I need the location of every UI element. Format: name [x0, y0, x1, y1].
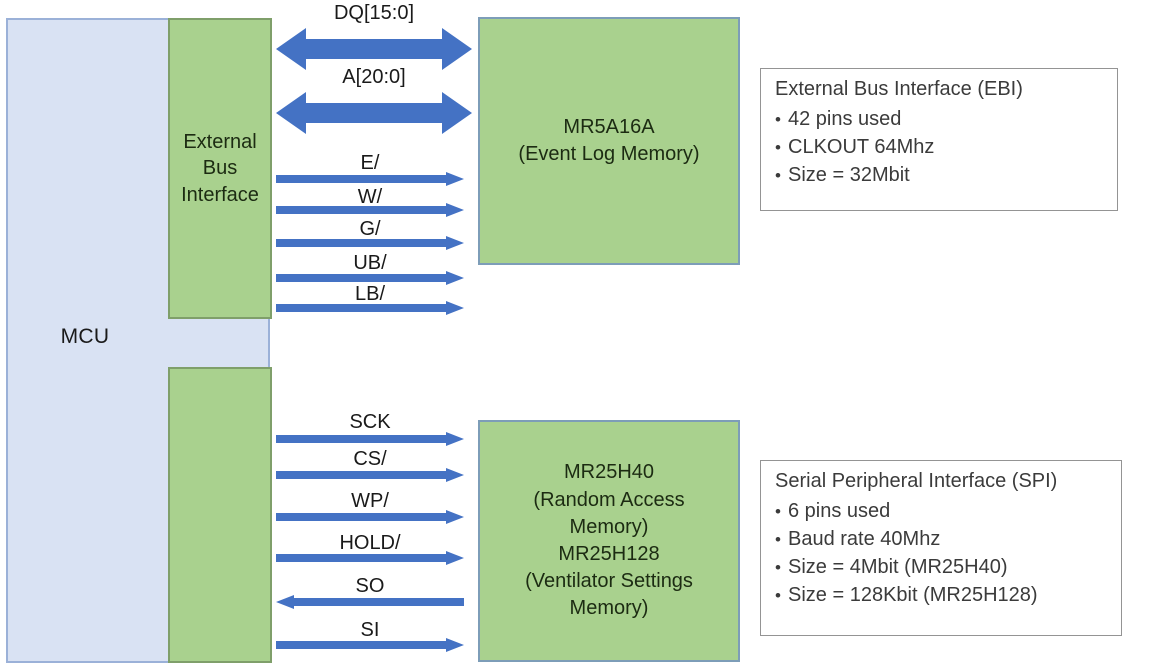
info-box-spi-item-2: Size = 4Mbit (MR25H40)	[775, 553, 1107, 581]
signal-arrow-lb	[276, 301, 464, 315]
info-box-ebi-item-1: CLKOUT 64Mhz	[775, 133, 1103, 161]
signal-arrow-so	[276, 595, 464, 609]
signal-arrow-g	[276, 236, 464, 250]
signal-label-si: SI	[360, 619, 380, 641]
arrow-left-icon	[276, 595, 464, 609]
ebi-label-line2: Bus	[202, 157, 238, 180]
signal-label-wp: WP/	[351, 490, 389, 512]
mr25h128-part: MR25H128	[558, 543, 660, 565]
info-box-ebi: External Bus Interface (EBI) 42 pins use…	[760, 68, 1118, 211]
mcu-sub-block-ebi: External Bus Interface	[168, 18, 272, 319]
signal-label-g: G/	[359, 218, 381, 240]
signal-label-ub: UB/	[353, 252, 387, 274]
signal-arrow-si	[276, 638, 464, 652]
arrow-right-icon	[276, 551, 464, 565]
signal-label-hold: HOLD/	[339, 532, 401, 554]
mcu-sub-block-spi	[168, 367, 272, 663]
ebi-label-line1: External	[183, 130, 257, 153]
signal-label-lb: LB/	[354, 283, 386, 305]
arrow-right-icon	[276, 468, 464, 482]
info-box-ebi-item-2: Size = 32Mbit	[775, 161, 1103, 189]
arrow-right-icon	[276, 271, 464, 285]
memory-block-event-log-label: MR5A16A (Event Log Memory)	[512, 114, 705, 168]
signal-label-sck: SCK	[349, 411, 391, 433]
signal-label-cs: CS/	[353, 448, 387, 470]
signal-arrow-a	[276, 90, 472, 136]
info-box-spi-list: 6 pins used Baud rate 40Mhz Size = 4Mbit…	[775, 497, 1107, 609]
signal-label-e: E/	[360, 152, 380, 174]
arrow-right-icon	[276, 510, 464, 524]
info-box-spi-item-1: Baud rate 40Mhz	[775, 525, 1107, 553]
info-box-spi-item-3: Size = 128Kbit (MR25H128)	[775, 581, 1107, 609]
memory-block-event-log: MR5A16A (Event Log Memory)	[478, 17, 740, 265]
mr25h40-part: MR25H40	[563, 461, 655, 484]
signal-arrow-dq	[276, 26, 472, 72]
ebi-label-line3: Interface	[181, 183, 259, 206]
signal-arrow-w	[276, 203, 464, 217]
signal-arrow-wp	[276, 510, 464, 524]
info-box-ebi-title: External Bus Interface (EBI)	[775, 78, 1023, 100]
arrow-right-icon	[276, 236, 464, 250]
bidirectional-arrow-icon	[276, 28, 472, 70]
arrow-right-icon	[276, 172, 464, 186]
arrow-right-icon	[276, 203, 464, 217]
signal-arrow-cs	[276, 468, 464, 482]
signal-arrow-hold	[276, 551, 464, 565]
signal-arrow-e	[276, 172, 464, 186]
info-box-ebi-item-0: 42 pins used	[775, 105, 1103, 133]
info-box-spi: Serial Peripheral Interface (SPI) 6 pins…	[760, 460, 1122, 636]
signal-arrow-ub	[276, 271, 464, 285]
signal-label-so: SO	[355, 575, 385, 597]
mcu-sub-block-ebi-label: External Bus Interface	[170, 129, 270, 208]
signal-arrow-sck	[276, 432, 464, 446]
mcu-label: MCU	[60, 325, 110, 348]
info-box-spi-title: Serial Peripheral Interface (SPI)	[775, 470, 1058, 492]
signal-label-dq: DQ[15:0]	[333, 2, 415, 24]
info-box-spi-item-0: 6 pins used	[775, 497, 1107, 525]
mr5a16a-description: (Event Log Memory)	[518, 143, 700, 165]
signal-label-w: W/	[357, 186, 383, 208]
arrow-right-icon	[276, 638, 464, 652]
info-box-ebi-list: 42 pins used CLKOUT 64Mhz Size = 32Mbit	[775, 105, 1103, 189]
arrow-right-icon	[276, 301, 464, 315]
signal-label-a: A[20:0]	[342, 66, 406, 88]
mr5a16a-part: MR5A16A	[563, 115, 655, 138]
bidirectional-arrow-icon	[276, 92, 472, 134]
arrow-right-icon	[276, 432, 464, 446]
